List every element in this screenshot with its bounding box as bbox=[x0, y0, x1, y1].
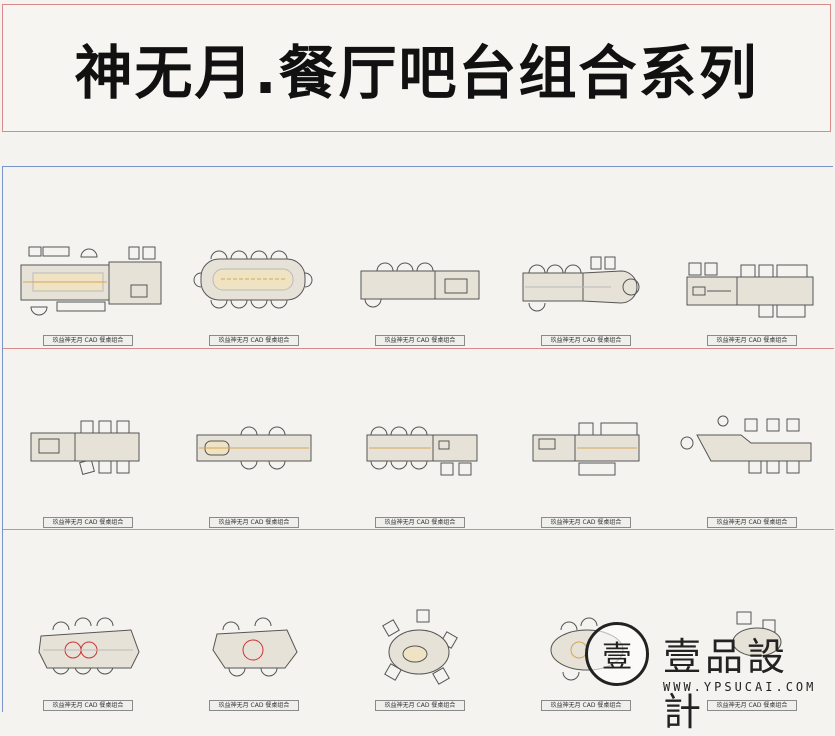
layout-2-5: 玖益神无月 CAD 餐桌组合 bbox=[667, 349, 832, 529]
caption-1-4: 玖益神无月 CAD 餐桌组合 bbox=[541, 335, 631, 346]
row-2: 玖益神无月 CAD 餐桌组合 玖益神无月 CAD 餐桌组合 bbox=[3, 349, 834, 530]
layout-2-4: 玖益神无月 CAD 餐桌组合 bbox=[501, 349, 666, 529]
layout-3-2: 玖益神无月 CAD 餐桌组合 bbox=[169, 530, 334, 713]
table-plan-2-1 bbox=[30, 420, 140, 475]
layout-2-1: 玖益神无月 CAD 餐桌组合 bbox=[3, 349, 168, 529]
caption-1-5: 玖益神无月 CAD 餐桌组合 bbox=[707, 335, 797, 346]
table-plan-3-1 bbox=[38, 617, 140, 675]
layout-1-5: 玖益神无月 CAD 餐桌组合 bbox=[667, 167, 832, 348]
caption-1-3: 玖益神无月 CAD 餐桌组合 bbox=[375, 335, 465, 346]
layout-3-1: 玖益神无月 CAD 餐桌组合 bbox=[3, 530, 168, 713]
page-title: 神无月.餐厅吧台组合系列 bbox=[74, 39, 759, 107]
layout-1-2: 玖益神无月 CAD 餐桌组合 bbox=[169, 167, 334, 348]
table-plan-3-5 bbox=[732, 611, 782, 657]
caption-2-1: 玖益神无月 CAD 餐桌组合 bbox=[43, 517, 133, 528]
caption-1-2: 玖益神无月 CAD 餐桌组合 bbox=[209, 335, 299, 346]
watermark-glyph: 壹 bbox=[602, 640, 632, 675]
watermark-url: WWW.YPSUCAI.COM bbox=[663, 680, 817, 694]
caption-2-5: 玖益神无月 CAD 餐桌组合 bbox=[707, 517, 797, 528]
layout-1-3: 玖益神无月 CAD 餐桌组合 bbox=[335, 167, 500, 348]
layout-panel: 玖益神无月 CAD 餐桌组合 玖益神无月 CAD 餐桌组合 bbox=[2, 166, 834, 713]
caption-3-4: 玖益神无月 CAD 餐桌组合 bbox=[541, 700, 631, 711]
table-plan-2-2 bbox=[196, 426, 312, 470]
layout-3-5: 玖益神无月 CAD 餐桌组合 bbox=[667, 530, 832, 713]
table-plan-1-4 bbox=[522, 256, 640, 312]
caption-3-3: 玖益神无月 CAD 餐桌组合 bbox=[375, 700, 465, 711]
watermark-logo: 壹 bbox=[585, 622, 649, 686]
layout-2-3: 玖益神无月 CAD 餐桌组合 bbox=[335, 349, 500, 529]
table-plan-1-3 bbox=[360, 262, 480, 308]
caption-2-3: 玖益神无月 CAD 餐桌组合 bbox=[375, 517, 465, 528]
caption-3-2: 玖益神无月 CAD 餐桌组合 bbox=[209, 700, 299, 711]
layout-2-2: 玖益神无月 CAD 餐桌组合 bbox=[169, 349, 334, 529]
caption-3-1: 玖益神无月 CAD 餐桌组合 bbox=[43, 700, 133, 711]
layout-1-4: 玖益神无月 CAD 餐桌组合 bbox=[501, 167, 666, 348]
table-plan-3-2 bbox=[212, 617, 298, 677]
table-plan-1-1 bbox=[20, 246, 162, 316]
caption-1-1: 玖益神无月 CAD 餐桌组合 bbox=[43, 335, 133, 346]
title-box: 神无月.餐厅吧台组合系列 bbox=[2, 4, 831, 132]
row-1: 玖益神无月 CAD 餐桌组合 玖益神无月 CAD 餐桌组合 bbox=[3, 167, 834, 349]
layout-3-3: 玖益神无月 CAD 餐桌组合 bbox=[335, 530, 500, 713]
table-plan-3-3 bbox=[382, 609, 458, 685]
table-plan-2-3 bbox=[366, 426, 478, 476]
caption-2-2: 玖益神无月 CAD 餐桌组合 bbox=[209, 517, 299, 528]
caption-2-4: 玖益神无月 CAD 餐桌组合 bbox=[541, 517, 631, 528]
layout-1-1: 玖益神无月 CAD 餐桌组合 bbox=[3, 167, 168, 348]
table-plan-1-2 bbox=[193, 250, 313, 309]
watermark-name: 壹品設計 bbox=[663, 635, 790, 734]
caption-3-5: 玖益神无月 CAD 餐桌组合 bbox=[707, 700, 797, 711]
table-plan-2-4 bbox=[532, 422, 640, 476]
watermark: 壹 壹品設計 WWW.YPSUCAI.COM bbox=[585, 622, 830, 734]
table-plan-1-5 bbox=[686, 262, 814, 318]
table-plan-2-5 bbox=[680, 415, 812, 474]
